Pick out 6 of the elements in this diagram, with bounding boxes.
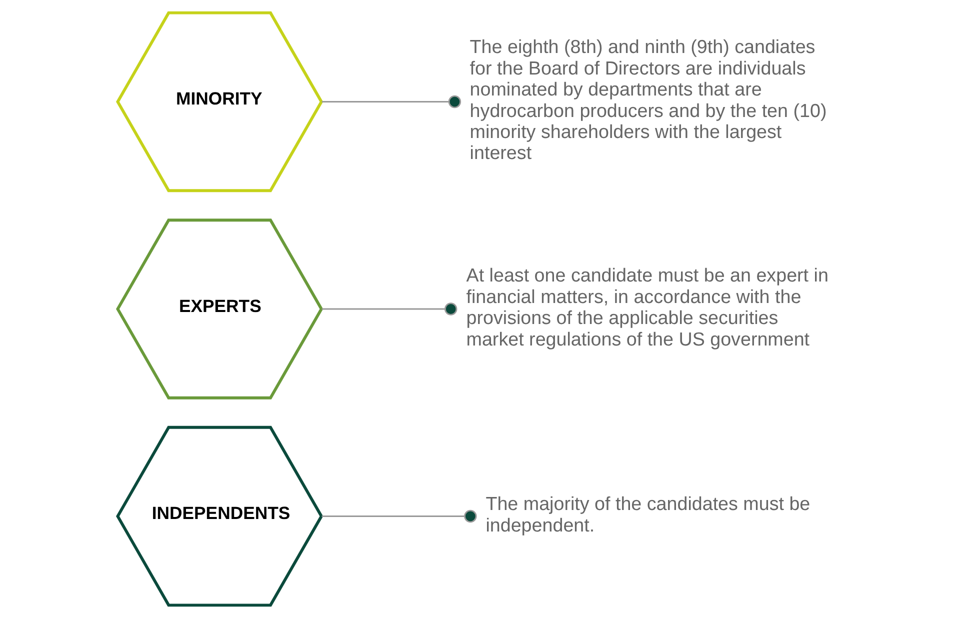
node-text: The eighth (8th) and ninth (9th) candiates for the Board of Directors are individuals nominated by departments that are hydrocarbon producers and by the ten (10) minority shareholders with the largest interest [470, 36, 827, 164]
connector [322, 302, 458, 316]
node-text: At least one candidate must be an expert in financial matters, in accordance with the provisions of the applicable securities market regulations of the US government [466, 264, 828, 350]
connector [322, 95, 462, 108]
node-text: The majority of the candidates must be independent. [486, 493, 810, 536]
connector [322, 510, 477, 523]
